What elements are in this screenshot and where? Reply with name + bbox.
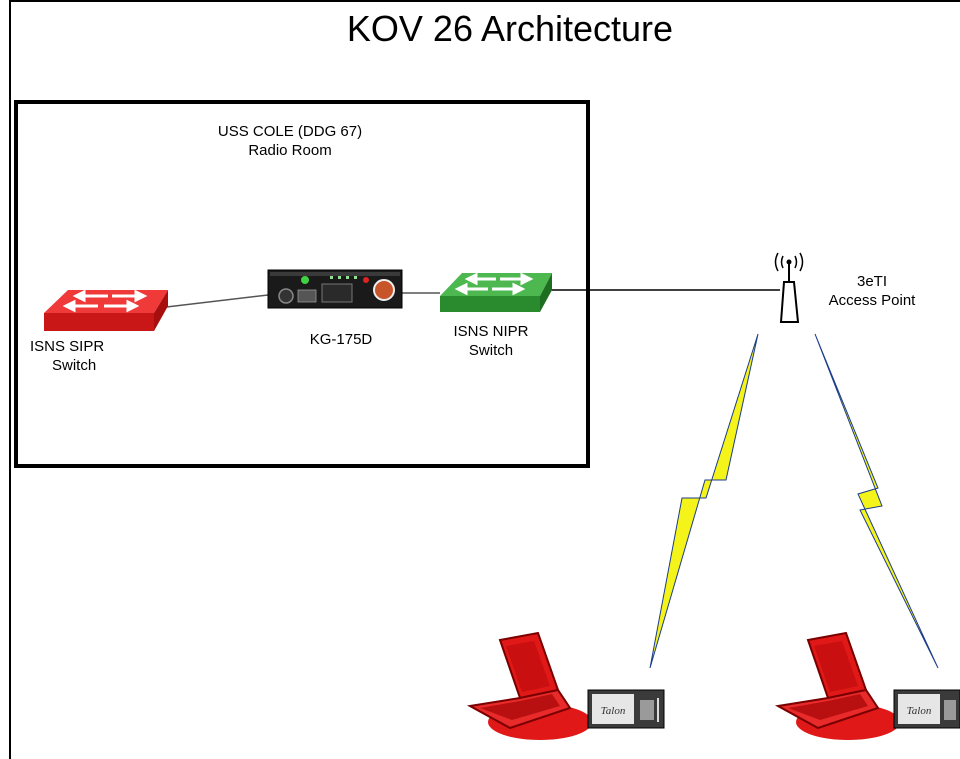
sipr-switch-label-line2: Switch xyxy=(52,357,97,374)
frame-left-border xyxy=(9,0,11,759)
talon-label-right: Talon xyxy=(907,705,932,717)
access-point-label-line1: 3eTI xyxy=(856,273,887,290)
access-point-icon xyxy=(774,252,804,323)
link-sipr-to-kg xyxy=(157,294,269,309)
diagram-title: KOV 26 Architecture xyxy=(346,8,674,49)
frame-top-border xyxy=(9,0,960,2)
sipr-switch-label: ISNS SIPR Switch xyxy=(30,337,130,375)
talon-device-left-icon xyxy=(587,689,665,729)
kg-175d-label: KG-175D xyxy=(309,331,373,348)
access-point-label: 3eTI Access Point xyxy=(812,272,932,310)
laptop-left-icon xyxy=(466,631,592,740)
room-name-line1: USS COLE (DDG 67) xyxy=(217,123,363,140)
radio-room-label: USS COLE (DDG 67) Radio Room xyxy=(180,122,400,160)
nipr-switch-icon xyxy=(440,272,552,312)
nipr-switch-label: ISNS NIPR Switch xyxy=(436,322,546,360)
wireless-link-right xyxy=(814,333,939,669)
talon-device-right-icon xyxy=(893,689,960,729)
room-name-line2: Radio Room xyxy=(248,142,332,159)
nipr-switch-label-line2: Switch xyxy=(468,342,514,359)
access-point-label-line2: Access Point xyxy=(828,292,916,309)
kg-175d-device-icon xyxy=(267,269,403,309)
nipr-switch-label-line1: ISNS NIPR xyxy=(453,323,529,340)
sipr-switch-icon xyxy=(44,289,168,331)
wireless-link-left xyxy=(649,333,759,669)
laptop-right-icon xyxy=(774,631,900,740)
talon-label-left: Talon xyxy=(601,705,626,717)
sipr-switch-label-line1: ISNS SIPR xyxy=(30,338,105,355)
radio-room-boundary xyxy=(14,100,590,468)
